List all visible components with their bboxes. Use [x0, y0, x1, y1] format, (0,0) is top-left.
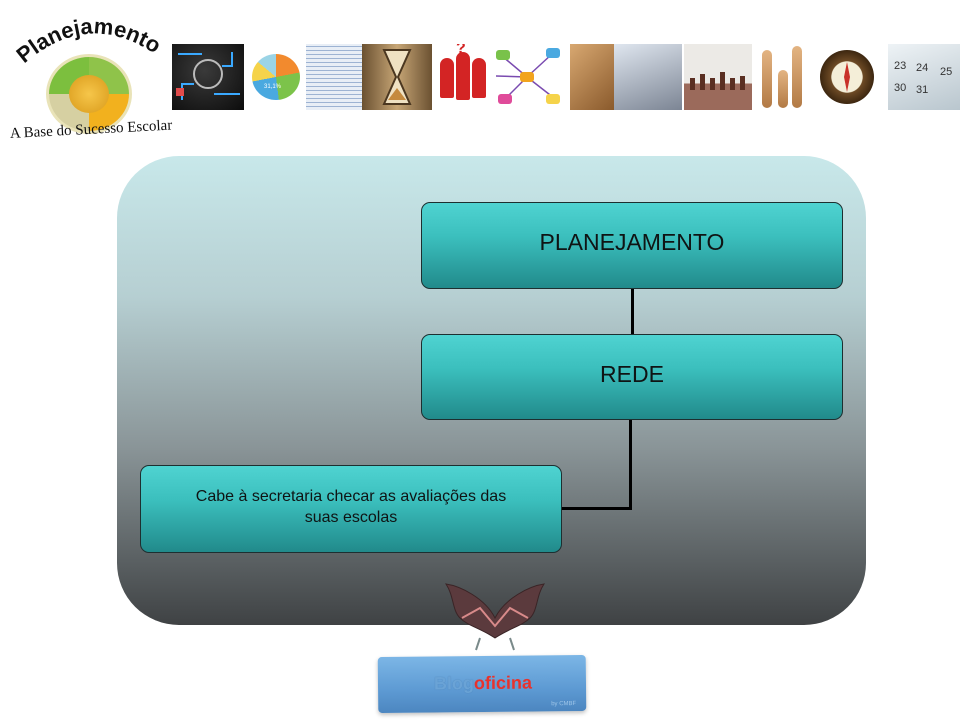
red-figure-icon — [472, 58, 486, 98]
bat-mascot-icon — [444, 583, 546, 651]
mind-node-icon — [498, 94, 512, 104]
hourglass-icon — [382, 49, 412, 105]
tools-image — [570, 44, 614, 110]
wooden-figure-icon — [778, 70, 788, 108]
connector-planejamento-rede — [631, 289, 634, 334]
chess-icon — [690, 72, 745, 90]
logo-wheel-icon — [46, 54, 132, 134]
node-cabe-label: Cabe à secretaria checar as avaliações d… — [195, 488, 507, 526]
planejamento-logo: Planejamento A Base do Sucesso Escolar — [6, 12, 173, 142]
connector-rede-cabe — [562, 507, 632, 510]
pie-chart-image: 31,1% — [246, 44, 304, 110]
pie-label: 31,1% — [264, 84, 282, 90]
wooden-figure-icon — [792, 46, 802, 108]
circuit-lines-icon — [176, 52, 240, 100]
red-figure-icon — [456, 52, 470, 100]
badge-byline: by CMBF — [551, 701, 577, 708]
chess-pieces-image — [684, 44, 752, 110]
mind-node-icon — [496, 50, 510, 60]
node-planejamento-label: PLANEJAMENTO — [539, 229, 725, 255]
node-planejamento: PLANEJAMENTO — [421, 202, 843, 289]
blog-oficina-badge[interactable]: Blogoficina by CMBF — [377, 654, 587, 714]
mind-node-icon — [546, 94, 560, 104]
question-people-image: ? — [432, 44, 490, 110]
node-cabe-secretaria: Cabe à secretaria checar as avaliações d… — [140, 465, 562, 553]
node-rede: REDE — [421, 334, 843, 420]
circuit-board-image — [172, 44, 244, 110]
mind-map-image — [492, 44, 562, 110]
mind-map-lines-icon — [495, 53, 555, 101]
wooden-figure-icon — [762, 50, 772, 108]
badge-blog-text: Blog — [433, 673, 475, 694]
connector-rede-vertical — [629, 420, 632, 510]
logo-tagline: A Base do Sucesso Escolar — [9, 117, 173, 142]
red-figure-icon — [440, 58, 454, 98]
mind-node-icon — [520, 72, 534, 82]
mind-node-icon — [546, 48, 560, 58]
hourglass-image — [362, 44, 432, 110]
drafting-hands-image — [614, 44, 682, 110]
wooden-figures-image — [754, 44, 810, 110]
badge-oficina-text: oficina — [473, 672, 533, 694]
badge-title: Blogoficina — [434, 672, 532, 694]
calendar-image: 23 24 25 30 31 — [888, 44, 960, 110]
node-rede-label: REDE — [600, 360, 664, 387]
pie-icon — [252, 54, 300, 100]
compass-image — [814, 44, 878, 110]
report-document-image — [306, 44, 362, 110]
